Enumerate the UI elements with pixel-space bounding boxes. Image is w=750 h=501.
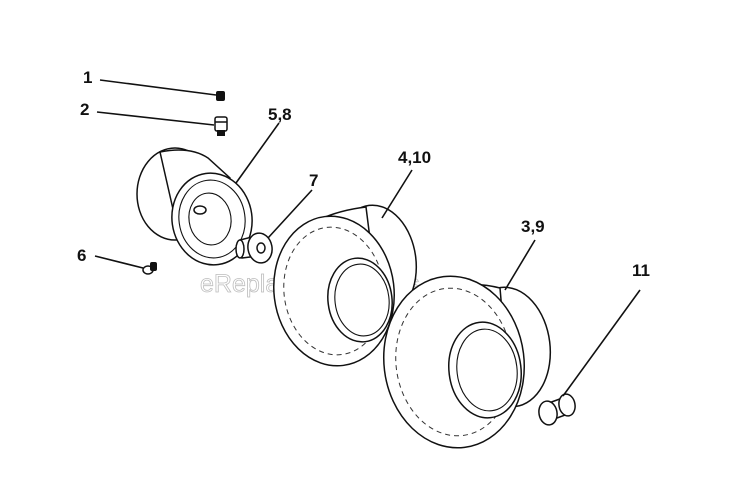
callout-5-8: 5,8 (268, 105, 292, 124)
leader-5-8 (235, 122, 280, 184)
part-11-cap[interactable] (537, 393, 577, 427)
part-1-valve-cap[interactable] (216, 91, 225, 101)
callout-11: 11 (632, 261, 650, 280)
callout-1: 1 (83, 68, 92, 87)
part-7-bushing[interactable] (235, 231, 274, 265)
part-6-grease-fitting[interactable] (142, 262, 157, 275)
part-3-9-tire[interactable] (374, 268, 557, 456)
callout-4-10: 4,10 (398, 148, 431, 167)
leader-11 (562, 289, 641, 397)
leader-4-10 (381, 169, 413, 219)
leader-7 (267, 189, 313, 239)
leader-6 (94, 255, 144, 269)
callout-3-9: 3,9 (521, 217, 545, 236)
leader-3-9 (504, 239, 536, 291)
callout-6: 6 (77, 246, 86, 265)
part-4-10-tire[interactable] (265, 201, 422, 373)
part-5-8-rim[interactable] (136, 147, 258, 270)
callout-2: 2 (80, 100, 89, 119)
callout-7: 7 (309, 171, 318, 190)
part-2-valve-stem[interactable] (214, 116, 228, 136)
leader-2 (96, 111, 215, 126)
leader-1 (99, 79, 217, 96)
